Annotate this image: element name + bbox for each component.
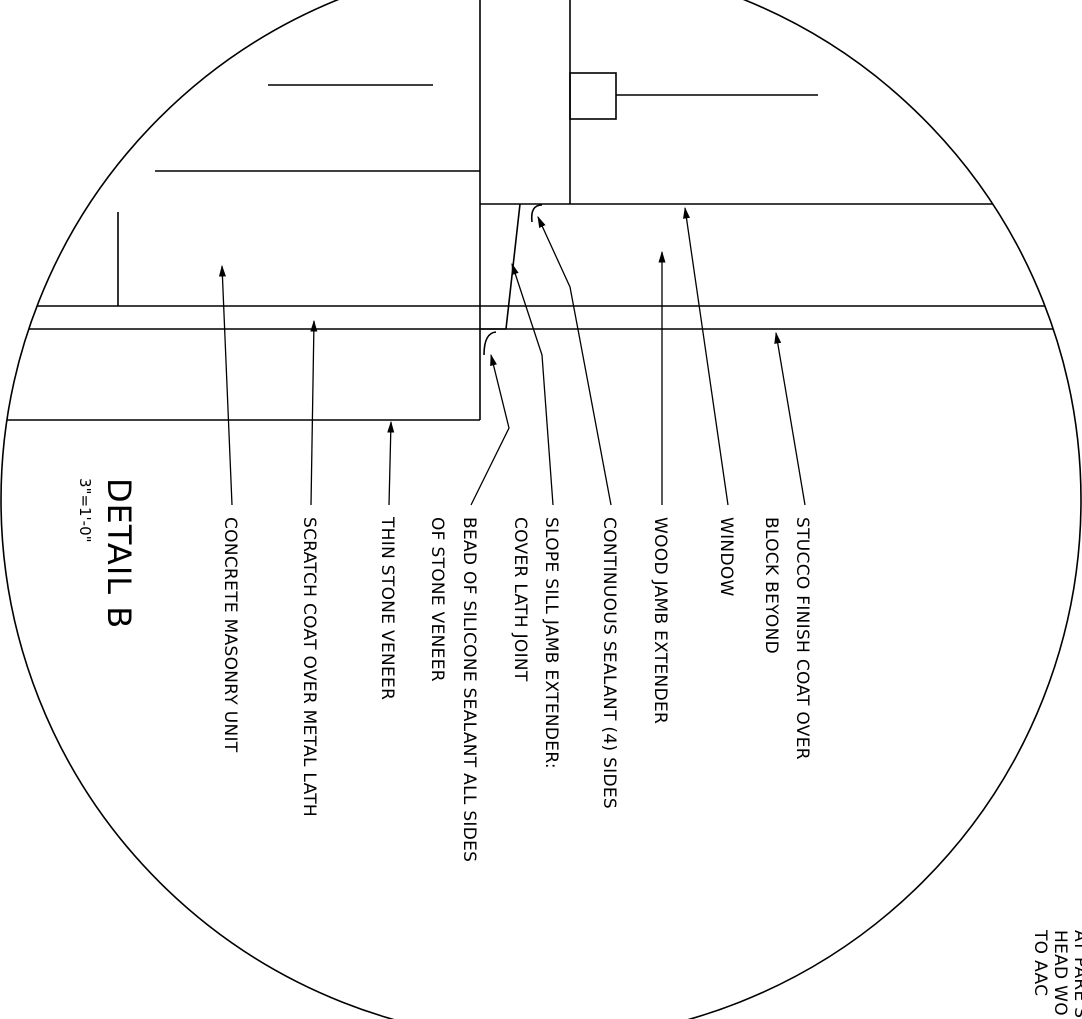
callout-labels: CONCRETE MASONRY UNIT SCRATCH COAT OVER … [220,516,812,862]
leader-lines [218,206,806,506]
sealant-bead-lower [483,331,497,356]
detail-title: DETAIL B [100,478,138,629]
side-note-line2: HEAD WO [1050,930,1070,1016]
label-window: WINDOW [716,517,736,597]
side-note-line3: TO AAC [1030,929,1050,996]
detail-title-block: DETAIL B 3"=1'-0" [76,478,138,629]
label-bead-line2: OF STONE VENEER [427,517,447,682]
window-frame-block [569,72,617,120]
label-stucco-line1: STUCCO FINISH COAT OVER [792,517,812,760]
leader-stucco [774,331,806,506]
leader-bead-sealant [470,353,510,506]
label-wood-jamb: WOOD JAMB EXTENDER [650,517,670,724]
leader-slope-sill [511,262,554,506]
sealant-bead-upper [530,204,543,223]
label-concrete-masonry: CONCRETE MASONRY UNIT [220,517,240,753]
side-note: AT PARE S HEAD WO TO AAC [1030,929,1082,1018]
leader-thin-stone [387,420,395,506]
label-stucco-line2: BLOCK BEYOND [761,517,781,654]
label-continuous-sealant: CONTINUOUS SEALANT (4) SIDES [599,517,619,809]
label-slope-sill-line2: COVER LATH JOINT [510,517,530,682]
leader-continuous-sealant [537,215,612,506]
detail-scale: 3"=1'-0" [76,478,94,543]
leader-concrete-masonry [218,264,233,506]
side-note-line1: AT PARE S [1070,930,1082,1018]
leader-scratch-coat [310,319,318,506]
label-thin-stone: THIN STONE VENEER [377,516,397,700]
construction-section [1,0,1081,421]
label-bead-line1: BEAD OF SILICONE SEALANT ALL SIDES [459,517,479,862]
label-scratch-coat: SCRATCH COAT OVER METAL LATH [299,517,319,817]
label-slope-sill-line1: SLOPE SILL JAMB EXTENDER: [541,517,561,769]
leader-window [683,206,729,506]
